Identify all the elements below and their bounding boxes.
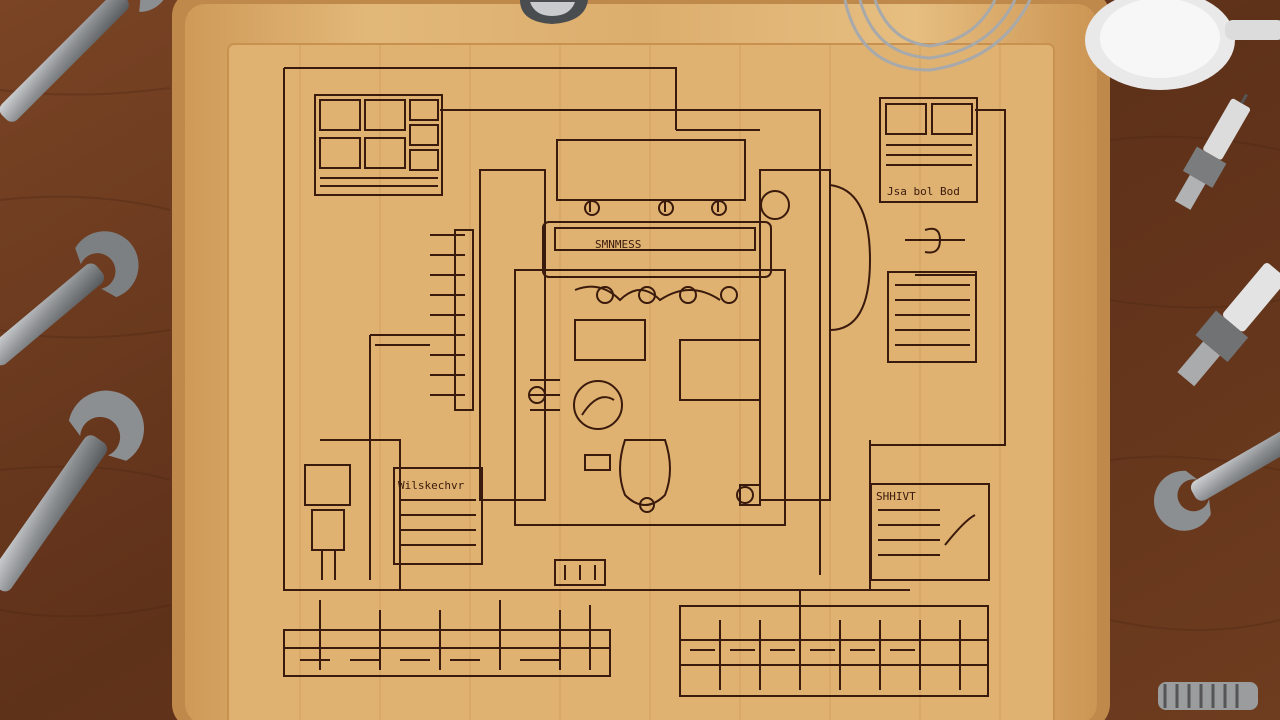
engine-flywheel — [573, 380, 623, 430]
right-lower-panel — [870, 483, 990, 581]
whisk-icon — [843, 0, 1032, 72]
wrench-icon — [1153, 417, 1280, 531]
engine-top-label: SMNMESS — [595, 238, 641, 251]
top-left-panel — [314, 94, 443, 196]
engine-manifold — [542, 221, 772, 278]
measuring-cup-icon — [1085, 0, 1280, 90]
engine-block — [514, 269, 786, 526]
spark-plug-icon — [1174, 93, 1251, 210]
engine-schematic — [283, 67, 1006, 697]
right-mid-panel-label: SHHIVT — [876, 490, 916, 503]
top-right-panel — [879, 97, 978, 203]
left-mid-panel-label: Wilskechvr — [398, 479, 465, 492]
wrench-icon — [0, 231, 139, 366]
wrench-icon — [0, 0, 170, 122]
engine-top-cover — [556, 139, 746, 201]
right-schematic-panel — [887, 271, 977, 363]
spoon-icon — [520, 0, 588, 24]
wrench-icon — [0, 390, 144, 592]
spring-icon — [1158, 682, 1258, 710]
bottom-left-strip — [283, 629, 611, 677]
spark-plug-icon — [1177, 263, 1280, 387]
bottom-right-strip — [679, 605, 989, 697]
top-right-panel-label: Jsa bol Bod — [887, 185, 960, 198]
left-label-panel — [393, 467, 483, 565]
